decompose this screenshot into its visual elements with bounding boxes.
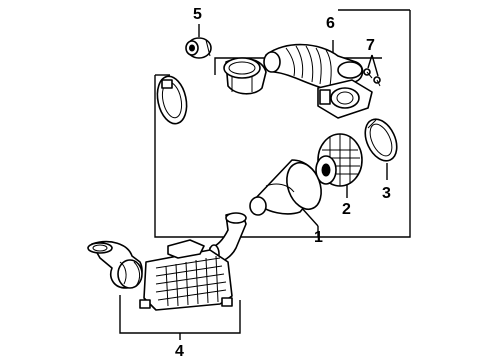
callout-2: 2 xyxy=(342,201,351,218)
left-clamp-ring xyxy=(156,75,188,125)
ring-gasket xyxy=(364,118,398,162)
callout-3: 3 xyxy=(382,185,391,202)
callout-1: 1 xyxy=(314,229,323,246)
callout-4: 4 xyxy=(175,343,184,360)
callout-5: 5 xyxy=(193,6,202,23)
air-filter-element xyxy=(315,133,363,187)
bracket-lines xyxy=(119,9,411,340)
cone-housing xyxy=(249,159,322,216)
left-elbow-duct xyxy=(87,240,143,289)
callout-7: 7 xyxy=(366,37,375,54)
callout-labels: 5 6 7 3 2 1 4 xyxy=(175,6,391,360)
grommet-part xyxy=(185,37,212,59)
air-flow-sensor xyxy=(317,79,373,119)
screws xyxy=(363,68,381,87)
air-cleaner-box xyxy=(139,239,233,311)
intake-duct xyxy=(263,43,364,91)
callout-6: 6 xyxy=(326,15,335,32)
clamp-sleeve xyxy=(223,57,267,95)
